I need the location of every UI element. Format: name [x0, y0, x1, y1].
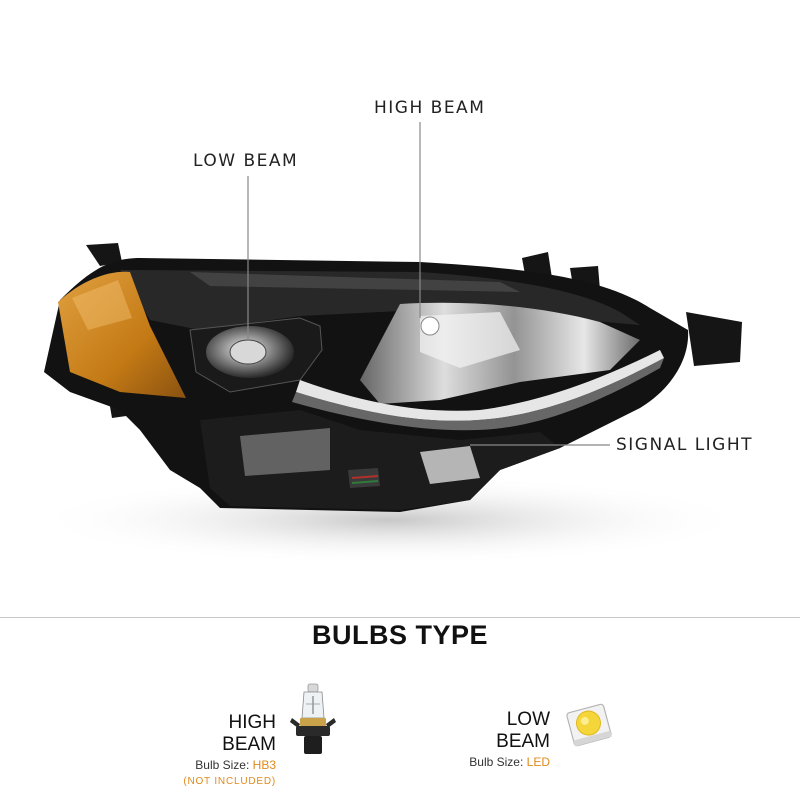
mount-tab-left — [86, 243, 122, 266]
high-beam-bulb — [420, 316, 440, 336]
chrome-light-bar — [296, 350, 664, 421]
high-beam-bulb-name: HIGH BEAM — [222, 712, 276, 755]
signal-light-callout-label: SIGNAL LIGHT — [616, 435, 754, 455]
low-beam-bulb-info: LOW BEAM Bulb Size: LED — [448, 709, 550, 769]
headlight-image — [30, 122, 750, 565]
high-beam-size-value: HB3 — [252, 758, 276, 772]
low-beam-size-label: Bulb Size: — [469, 755, 524, 769]
high-beam-callout-label: HIGH BEAM — [374, 98, 486, 118]
chrome-light-bar-shadow — [292, 358, 664, 431]
high-beam-reflector-inner — [420, 312, 520, 368]
bulbs-type-title: BULBS TYPE — [311, 620, 489, 650]
wire-green — [351, 480, 379, 484]
lower-chrome-trim — [240, 428, 330, 476]
high-beam-size-label: Bulb Size: — [195, 758, 250, 772]
mount-tab-right — [686, 312, 742, 366]
hb3-bulb-icon — [290, 683, 336, 754]
led-chip-icon — [566, 703, 612, 747]
wire-red — [351, 475, 379, 479]
lens-highlight — [190, 272, 520, 292]
high-beam-not-included-note: (NOT INCLUDED) — [183, 776, 276, 787]
low-beam-size-value: LED — [526, 755, 550, 769]
section-divider — [0, 617, 800, 618]
high-beam-bulb-info: HIGH BEAM Bulb Size: HB3 (NOT INCLUDED) — [170, 712, 276, 787]
amber-reflector — [58, 271, 186, 398]
low-beam-bulb-name: LOW BEAM — [496, 709, 550, 752]
signal-light-reflector — [420, 446, 480, 484]
low-beam-bulb-size-row: Bulb Size: LED — [448, 755, 550, 769]
high-beam-bulb-size-row: Bulb Size: HB3 — [170, 758, 276, 772]
low-beam-projector-core — [229, 339, 267, 365]
low-beam-callout-label: LOW BEAM — [193, 151, 299, 171]
amber-reflector-shine — [72, 280, 132, 330]
